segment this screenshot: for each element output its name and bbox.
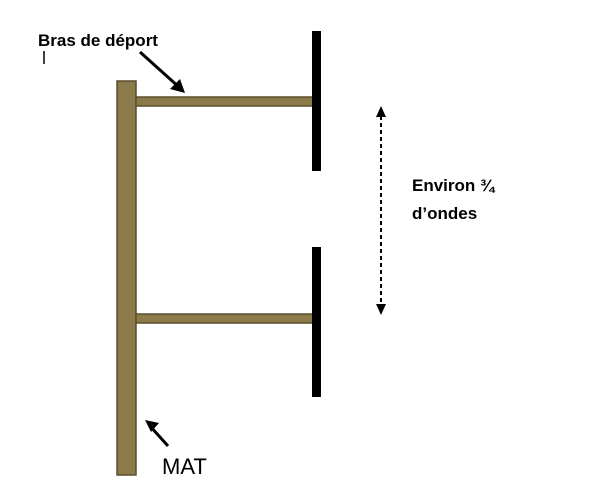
upper-offset-arm — [135, 96, 319, 107]
mast-pole — [116, 80, 137, 476]
arm-pointer-arrow — [138, 50, 185, 93]
lower-offset-arm — [135, 313, 319, 324]
upper-antenna-element — [312, 31, 321, 171]
arm-label: Bras de déport — [38, 31, 158, 50]
mast-pointer-arrow — [145, 420, 170, 448]
mast-label: MAT — [162, 454, 207, 479]
lower-antenna-element — [312, 247, 321, 397]
distance-label-line1: Environ ¾ — [412, 176, 496, 195]
distance-dashed-arrow — [376, 106, 386, 315]
distance-label-line2: d’ondes — [412, 204, 477, 223]
